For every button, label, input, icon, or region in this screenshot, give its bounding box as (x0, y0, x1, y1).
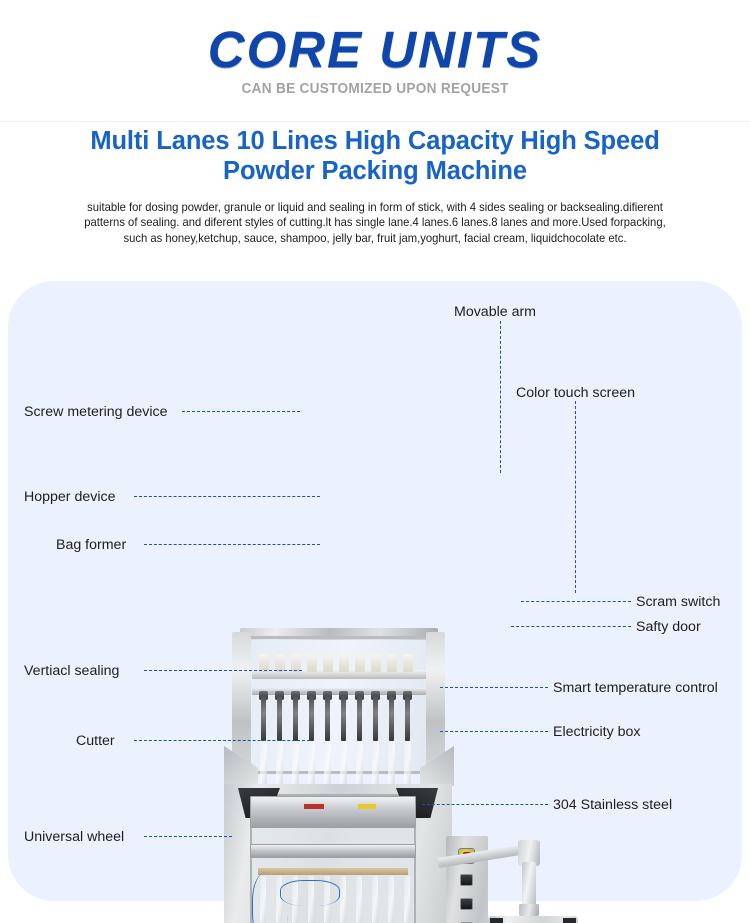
product-description: suitable for dosing powder, granule or l… (11, 200, 739, 246)
label-stainless-steel: 304 Stainless steel (553, 797, 673, 813)
leader-scram-switch (521, 601, 631, 602)
feed-cup (307, 654, 317, 672)
leader-screw-metering-device (182, 411, 300, 412)
leader-safety-door (511, 626, 631, 627)
metering-screw (293, 695, 298, 741)
hmi-corner-tr (563, 918, 576, 923)
leader-universal-wheel (144, 836, 232, 837)
bag-former-tube (308, 876, 314, 923)
label-universal-wheel: Universal wheel (24, 829, 125, 845)
film-band (258, 868, 408, 875)
bag-former-tube (388, 876, 394, 923)
fill-tube (260, 741, 267, 789)
metering-screw (341, 695, 346, 741)
label-color-touch-screen: Color touch screen (516, 385, 636, 401)
fill-tube (404, 741, 411, 789)
leader-cutter (134, 740, 310, 741)
bag-former-tube (356, 876, 362, 923)
fill-tube (372, 741, 379, 789)
product-title-line-1: Multi Lanes 10 Lines High Capacity High … (90, 127, 660, 155)
feed-cup (387, 654, 397, 672)
label-hopper-device: Hopper device (24, 489, 116, 505)
page-header: CORE UNITS CAN BE CUSTOMIZED UPON REQUES… (0, 0, 750, 122)
feed-cup (291, 654, 301, 672)
metering-rail-upper (252, 670, 426, 679)
feed-cup (355, 654, 365, 672)
warning-label-yellow-1 (358, 804, 376, 809)
fill-tube (308, 741, 315, 789)
feed-cup (339, 654, 349, 672)
hood-post-left (232, 632, 251, 782)
label-scram-switch: Scram switch (636, 594, 721, 610)
metering-screw (277, 695, 282, 741)
feed-cup (275, 654, 285, 672)
hmi-enclosure (488, 916, 578, 923)
product-title: Multi Lanes 10 Lines High Capacity High … (0, 126, 750, 187)
metering-screw (405, 695, 410, 741)
product-description-line-3: such as honey,ketchup, sauce, shampoo, j… (123, 231, 627, 245)
fill-tube (292, 741, 299, 789)
pneumatic-tube-mid (280, 880, 340, 906)
label-bag-former: Bag former (56, 537, 127, 553)
movable-arm-collar (519, 904, 539, 916)
label-screw-metering-device: Screw metering device (24, 404, 168, 420)
bag-former-tube (372, 876, 378, 923)
metering-screw (309, 695, 314, 741)
hood-post-right (426, 632, 445, 782)
label-movable-arm: Movable arm (454, 304, 537, 320)
feed-cup (371, 654, 381, 672)
feed-cup (259, 654, 269, 672)
leader-vertical-sealing (144, 670, 302, 671)
packing-machine-illustration: CE (188, 628, 578, 923)
metering-screw (325, 695, 330, 741)
control-button-2[interactable] (460, 898, 473, 910)
bag-former-tube (340, 876, 346, 923)
metering-screw (357, 695, 362, 741)
feed-cup (323, 654, 333, 672)
feed-cup (403, 654, 413, 672)
upper-seal-bar (250, 796, 416, 828)
product-title-block: Multi Lanes 10 Lines High Capacity High … (0, 126, 750, 246)
fill-tube (276, 741, 283, 789)
product-title-line-2: Powder Packing Machine (223, 157, 527, 186)
bag-former-tube (404, 876, 410, 923)
fill-tube (324, 741, 331, 789)
metering-screw (389, 695, 394, 741)
label-vertical-sealing: Vertiacl sealing (24, 663, 120, 679)
control-button-1[interactable] (460, 874, 473, 886)
leader-movable-arm (500, 321, 501, 473)
leader-hopper-device (134, 496, 320, 497)
label-electricity-box: Electricity box (553, 724, 641, 740)
movable-arm-elbow[interactable] (518, 840, 540, 866)
label-smart-temperature-control: Smart temperature control (553, 680, 718, 696)
leader-color-touch-screen (575, 401, 576, 593)
leader-smart-temperature-control (440, 687, 548, 688)
brand-title: CORE UNITS (207, 21, 543, 78)
metering-screw (261, 695, 266, 741)
fill-tube (340, 741, 347, 789)
warning-label-red-1 (304, 804, 324, 809)
leader-stainless-steel (422, 804, 548, 805)
label-cutter: Cutter (76, 733, 115, 749)
fill-tube (356, 741, 363, 789)
diagram-panel: CE Screw metering device Hopper device B… (8, 281, 742, 923)
brand-subtitle: CAN BE CUSTOMIZED UPON REQUEST (241, 81, 509, 97)
pneumatic-tube-left (252, 872, 288, 923)
fill-tube (388, 741, 395, 789)
metering-screw (373, 695, 378, 741)
product-description-line-1: suitable for dosing powder, granule or l… (87, 200, 663, 214)
leader-electricity-box (440, 731, 548, 732)
hmi-corner-tl (490, 918, 503, 923)
vertical-sealing-bar (250, 844, 416, 858)
label-safety-door: Safty door (636, 619, 701, 635)
leader-bag-former (144, 544, 320, 545)
product-description-line-2: patterns of sealing. and diferent styles… (84, 216, 666, 230)
